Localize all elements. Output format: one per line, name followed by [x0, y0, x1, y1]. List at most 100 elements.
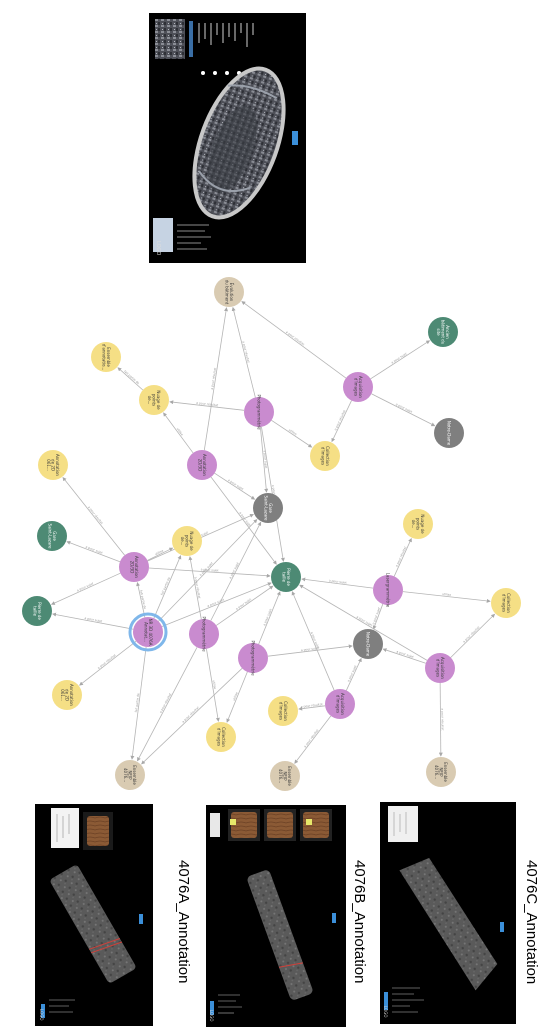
- graph-node-yellow-nuage1[interactable]: Nuage depointsde...: [139, 385, 169, 415]
- node-circle[interactable]: [425, 653, 455, 683]
- graph-node-green-pierre[interactable]: Pierre detaille: [271, 562, 301, 592]
- graph-edge[interactable]: [226, 671, 248, 723]
- node-circle[interactable]: [38, 450, 68, 480]
- graph-edge[interactable]: [371, 393, 436, 427]
- graph-node-green-a[interactable]: GareSaint-Lazare: [37, 521, 67, 551]
- node-circle[interactable]: [172, 526, 202, 556]
- graph-edge[interactable]: [267, 644, 353, 657]
- graph-node-highlight[interactable]: NR 3D 4076AAnnotat...: [128, 612, 168, 652]
- node-circle[interactable]: [491, 588, 521, 618]
- graph-edge[interactable]: [260, 426, 269, 493]
- graph-edge[interactable]: [402, 591, 491, 603]
- graph-node-tan-top[interactable]: Évolutiondu bâtiment: [214, 277, 244, 307]
- graph-edge[interactable]: [66, 540, 121, 563]
- graph-edge[interactable]: [231, 306, 256, 398]
- graph-edge[interactable]: [214, 472, 256, 500]
- graph-node-yellow-annot2[interactable]: Annotationde 2D061...: [52, 680, 82, 710]
- graph-node-purple-photo[interactable]: Photogrammétrie: [244, 394, 274, 430]
- node-circle[interactable]: [434, 418, 464, 448]
- graph-edge[interactable]: [52, 612, 134, 630]
- graph-edge[interactable]: [271, 419, 313, 448]
- graph-node-yellow-nuage2[interactable]: Nuage depointsde...: [172, 526, 202, 556]
- graph-node-yellow-coll1[interactable]: Collectiond'images: [310, 441, 340, 471]
- node-circle[interactable]: [214, 277, 244, 307]
- node-circle[interactable]: [428, 317, 458, 347]
- graph-edge[interactable]: [382, 648, 426, 664]
- graph-edge[interactable]: [137, 647, 198, 762]
- node-circle[interactable]: [343, 372, 373, 402]
- node-circle[interactable]: [133, 617, 163, 647]
- graph-edge[interactable]: [331, 400, 352, 443]
- graph-node-yellow-coll4[interactable]: Collectiond'images: [268, 696, 298, 726]
- node-circle[interactable]: [22, 596, 52, 626]
- graph-node-purple-acq[interactable]: Acquisitiond'images: [343, 372, 373, 402]
- graph-edge[interactable]: [117, 367, 144, 391]
- graph-edge[interactable]: [62, 477, 125, 556]
- graph-edge[interactable]: [258, 591, 281, 645]
- graph-edge[interactable]: [206, 648, 220, 722]
- node-circle[interactable]: [403, 509, 433, 539]
- graph-node-green-ancien[interactable]: Ancienbâtiment dusite: [428, 317, 458, 347]
- node-circle[interactable]: [426, 757, 456, 787]
- node-circle[interactable]: [139, 385, 169, 415]
- graph-edge[interactable]: [345, 657, 362, 691]
- node-circle[interactable]: [310, 441, 340, 471]
- node-circle[interactable]: [253, 493, 283, 523]
- node-circle[interactable]: [189, 619, 219, 649]
- graph-edge[interactable]: [203, 307, 228, 451]
- graph-edge[interactable]: [370, 340, 431, 380]
- graph-edge[interactable]: [169, 400, 245, 411]
- graph-node-purple-acq3[interactable]: Acquisitiond'images: [425, 653, 455, 683]
- node-circle[interactable]: [268, 696, 298, 726]
- node-circle[interactable]: [238, 643, 268, 673]
- graph-edge[interactable]: [299, 584, 428, 661]
- graph-edge[interactable]: [210, 521, 262, 621]
- graph-node-tan-bm[interactable]: EnsembleNEIP4076...: [270, 761, 300, 791]
- graph-edge[interactable]: [372, 603, 384, 630]
- node-circle[interactable]: [115, 760, 145, 790]
- graph-edge[interactable]: [298, 705, 326, 711]
- graph-edge[interactable]: [450, 613, 496, 658]
- graph-node-gray-mid[interactable]: GareSaint-Lazare: [253, 493, 283, 523]
- graph-node-purple-acq2[interactable]: Acquisitiond'images: [325, 689, 355, 719]
- graph-edge[interactable]: [79, 640, 137, 686]
- graph-node-purple-lasergram[interactable]: Lasergrammétrie: [373, 573, 403, 608]
- graph-edge[interactable]: [158, 519, 258, 622]
- graph-edge[interactable]: [163, 412, 194, 454]
- graph-node-gray-bottom[interactable]: Notre-Dame: [353, 629, 383, 659]
- graph-edge[interactable]: [241, 301, 347, 379]
- graph-edge[interactable]: [216, 585, 274, 626]
- graph-edge[interactable]: [210, 476, 277, 565]
- graph-edge[interactable]: [161, 582, 272, 627]
- graph-node-yellow-coll2[interactable]: Collectiond'images: [491, 588, 521, 618]
- graph-node-green-b[interactable]: Pierre detaille: [22, 596, 52, 626]
- graph-node-purple-photo3[interactable]: Photogrammétrie: [238, 640, 268, 676]
- graph-node-yellow-annot1[interactable]: Annotationde 2D061...: [38, 450, 68, 480]
- graph-edge[interactable]: [147, 547, 174, 561]
- graph-node-yellow-ens[interactable]: Ensembled'annotatio...: [91, 342, 121, 372]
- node-circle[interactable]: [52, 680, 82, 710]
- graph-edge[interactable]: [294, 715, 332, 764]
- node-circle[interactable]: [373, 575, 403, 605]
- graph-edge[interactable]: [393, 537, 412, 577]
- graph-node-gray-notre[interactable]: Notre-Dame: [434, 418, 464, 448]
- node-circle[interactable]: [37, 521, 67, 551]
- node-circle[interactable]: [270, 761, 300, 791]
- node-circle[interactable]: [206, 722, 236, 752]
- graph-node-tan-br[interactable]: EnsembleNEIP4076...: [426, 757, 456, 787]
- graph-edge[interactable]: [301, 577, 374, 589]
- node-circle[interactable]: [119, 552, 149, 582]
- graph-edge[interactable]: [141, 668, 243, 765]
- graph-edge[interactable]: [130, 646, 147, 760]
- node-circle[interactable]: [325, 689, 355, 719]
- node-circle[interactable]: [91, 342, 121, 372]
- graph-node-yellow-nuage3[interactable]: Nuage depointsde...: [403, 509, 433, 539]
- graph-node-purple-photo2[interactable]: Photogrammétrie: [189, 616, 219, 652]
- graph-edge[interactable]: [136, 581, 146, 618]
- graph-edge[interactable]: [291, 591, 335, 691]
- node-circle[interactable]: [187, 450, 217, 480]
- graph-node-purple-annot[interactable]: Annotation2D/3D: [187, 450, 217, 480]
- graph-node-purple-left[interactable]: Annotation2D/3D: [119, 552, 149, 582]
- graph-edge[interactable]: [438, 682, 443, 757]
